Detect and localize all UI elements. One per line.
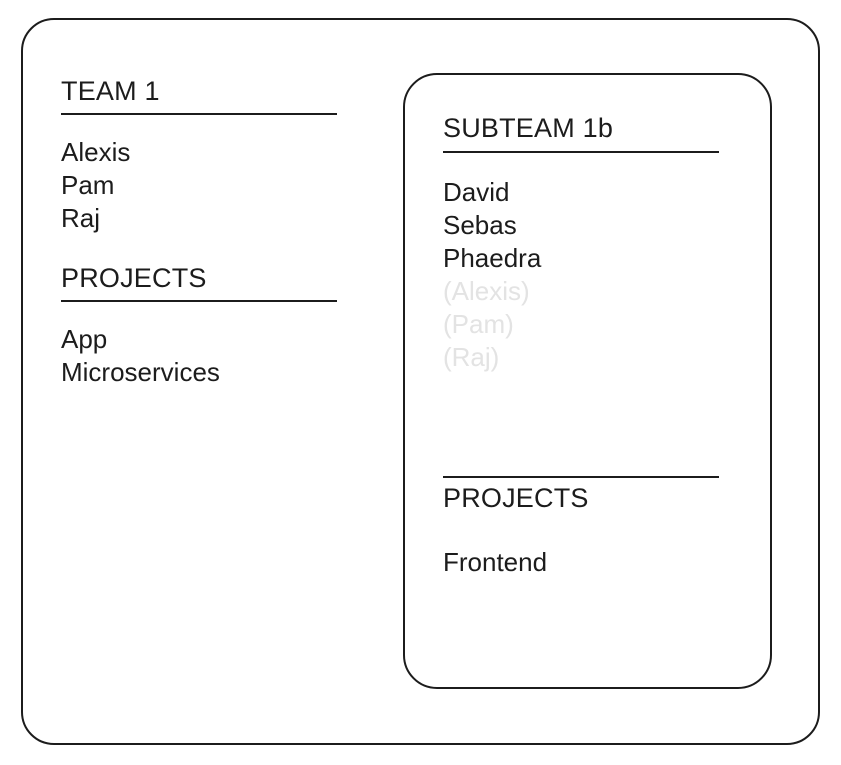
- list-item: Phaedra: [443, 243, 542, 273]
- team-1-container: [21, 18, 820, 745]
- subteam-1b-header: SUBTEAM 1b: [443, 113, 614, 143]
- list-item: Raj: [61, 203, 101, 233]
- team-1-header-rule: [61, 113, 337, 115]
- subteam-1b-member-list: David Sebas Phaedra (Alexis) (Pam) (Raj): [443, 176, 719, 374]
- subteam-1b-header-rule: [443, 151, 719, 153]
- list-item: Frontend: [443, 547, 548, 577]
- team-1-project-list: App Microservices: [61, 323, 337, 389]
- subteam-1b-panel: SUBTEAM 1b David Sebas Phaedra (Alexis) …: [443, 113, 719, 374]
- team-1-header: TEAM 1: [61, 76, 160, 106]
- list-item: Alexis: [61, 137, 131, 167]
- list-item-inherited: (Alexis): [443, 276, 530, 306]
- list-item: Sebas: [443, 210, 517, 240]
- subteam-1b-projects-section: PROJECTS Frontend: [443, 476, 719, 579]
- team-1-projects-rule: [61, 300, 337, 302]
- team-1-panel: TEAM 1 Alexis Pam Raj PROJECTS App Micro…: [61, 76, 337, 389]
- subteam-1b-container: [403, 73, 772, 689]
- list-item: Pam: [61, 170, 115, 200]
- subteam-1b-projects-header: PROJECTS: [443, 483, 589, 513]
- list-item-inherited: (Pam): [443, 309, 514, 339]
- subteam-1b-project-list: Frontend: [443, 546, 719, 579]
- subteam-1b-projects-rule: [443, 476, 719, 478]
- team-1-projects-header: PROJECTS: [61, 263, 207, 293]
- list-item: Microservices: [61, 357, 220, 387]
- list-item-inherited: (Raj): [443, 342, 500, 372]
- list-item: App: [61, 324, 108, 354]
- list-item: David: [443, 177, 510, 207]
- team-1-member-list: Alexis Pam Raj: [61, 136, 337, 235]
